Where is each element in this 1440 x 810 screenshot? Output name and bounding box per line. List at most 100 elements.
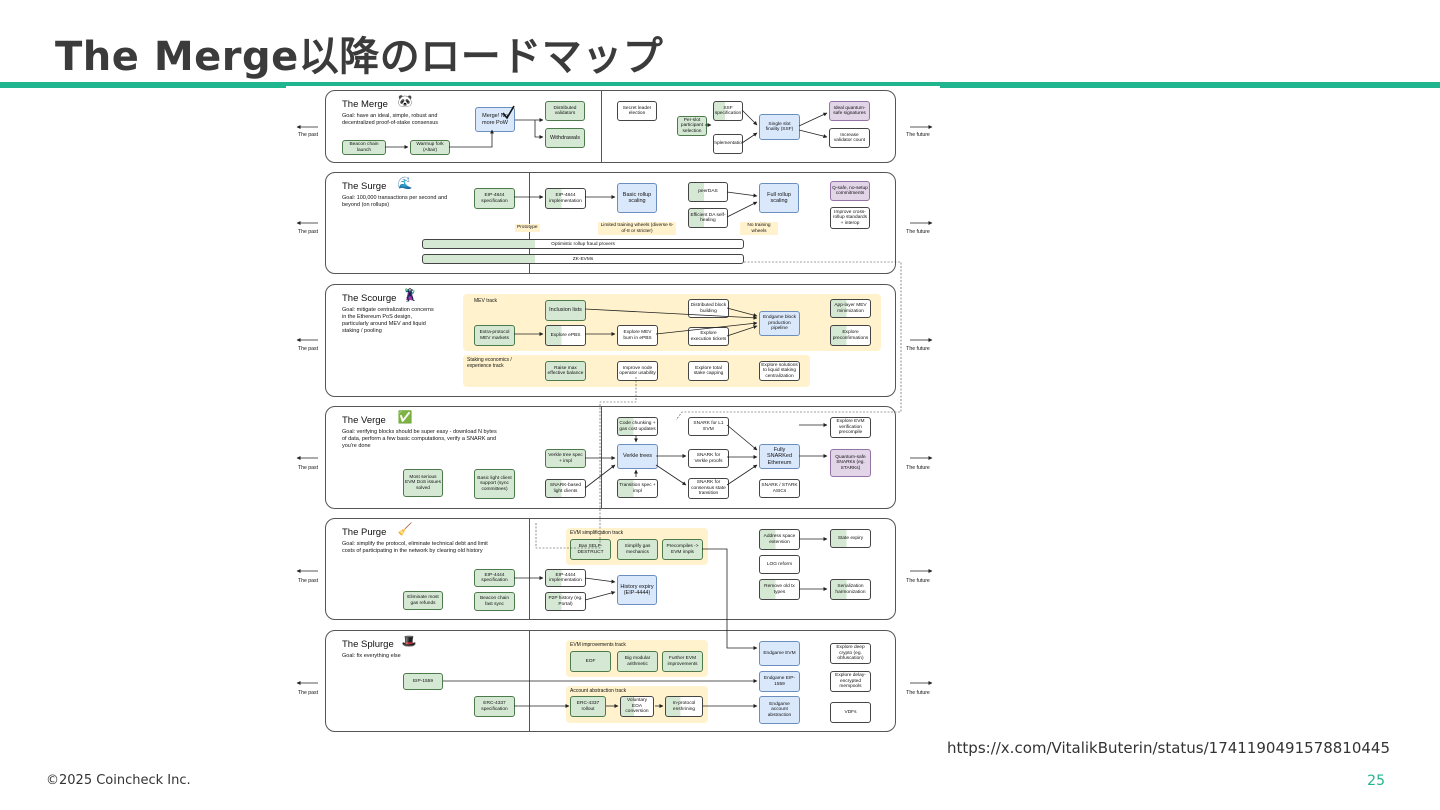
node: Eliminate most gas refunds: [403, 591, 443, 610]
node: SNARK / STARK ASICs: [759, 479, 800, 498]
past-label: The past: [297, 346, 319, 352]
node: Voluntary EOA conversion: [620, 696, 654, 717]
node: Single slot finality (SSF): [759, 114, 800, 140]
node: EIP-1559: [403, 673, 443, 690]
slide-title: The Merge以降のロードマップ: [55, 34, 664, 80]
future-label: The future: [906, 465, 930, 471]
source-url[interactable]: https://x.com/VitalikButerin/status/1741…: [947, 739, 1390, 757]
panel-the-verge: The Verge ✅ Goal: verifying blocks shoul…: [325, 406, 896, 509]
node: Ban SELF-DESTRUCT: [570, 539, 611, 560]
node: SNARK for Verkle proofs: [688, 449, 729, 468]
check-icon: ✅: [397, 410, 413, 424]
wave-icon: 🌊: [397, 176, 413, 190]
node: Increase validator count: [829, 128, 870, 148]
node: Verkle tree spec + impl: [545, 449, 586, 468]
future-label: The future: [906, 578, 930, 584]
broom-icon: 🧹: [397, 522, 413, 536]
track-label: EVM improvements track: [570, 642, 626, 648]
node: LOG reform: [759, 555, 800, 574]
node: P2P history (eg. Portal): [545, 592, 586, 611]
node: Explore solutions to liquid staking cent…: [759, 361, 800, 381]
node: Beacon chain launch: [342, 140, 386, 155]
panel-goal: Goal: have an ideal, simple, robust and …: [342, 113, 438, 126]
node: Address space extension: [759, 529, 800, 550]
node: Withdrawals: [545, 128, 585, 148]
future-label: The future: [906, 132, 930, 138]
node: Improve cross-rollup standards + interop: [830, 207, 870, 229]
node: Simplify gas mechanics: [617, 539, 658, 560]
node: Serialization harmonization: [830, 579, 871, 600]
node: Big modular arithmetic: [617, 651, 658, 672]
node: Q-safe, no-setup commitments: [830, 181, 870, 201]
node: SSF specification: [713, 101, 743, 121]
panel-divider: [529, 519, 530, 619]
track-label: Account abstraction track: [570, 688, 627, 694]
track-label: MEV track: [474, 298, 498, 304]
node: Improve node operator usability: [617, 361, 658, 381]
node: Transition spec + impl: [617, 479, 658, 498]
node: In-protocol enshrining: [665, 696, 703, 717]
node: EOF: [570, 651, 611, 672]
node: Fully SNARKed Ethereum: [759, 444, 800, 469]
node: EIP-4844 implementation: [545, 188, 586, 209]
spacer: [326, 407, 601, 408]
past-label: The past: [297, 229, 319, 235]
future-label: The future: [906, 229, 930, 235]
node: Explore execution tickets: [688, 327, 729, 346]
node: Implementation: [713, 134, 743, 154]
node: Explore ePBS: [545, 325, 586, 346]
node: Precompiles -> EVM impls: [662, 539, 703, 560]
node: peerDAS: [688, 182, 728, 202]
node: App-layer MEV minimization: [830, 299, 871, 318]
node: State expiry: [830, 529, 871, 548]
node: Inclusion lists: [545, 300, 586, 321]
surge-note: Limited training wheels (diverse 6-of-8 …: [598, 222, 676, 235]
panel-divider: [601, 91, 602, 162]
node: SNARK-based light clients: [545, 479, 586, 498]
node: Code chunking + gas cost updates: [617, 417, 658, 436]
node: Distributed block building: [688, 299, 729, 318]
node: Merge! No more PoW: [475, 107, 515, 132]
node: Quantum-safe SNARKs (eg. STARKs): [830, 449, 871, 477]
title-underline: [0, 82, 1440, 88]
node: Basic rollup scaling: [617, 183, 657, 213]
panel-goal: Goal: fix everything else: [342, 653, 401, 659]
node: Verkle trees: [617, 444, 658, 469]
node: Per-slot participant selection: [677, 116, 707, 136]
node: Remove old tx types: [759, 579, 800, 600]
panel-title: The Splurge: [342, 639, 394, 650]
panel-goal: Goal: verifying blocks should be super e…: [342, 429, 497, 449]
timeline-bar: Optimistic rollup fraud provers: [422, 239, 744, 249]
past-label: The past: [297, 690, 319, 696]
panel-goal: Goal: simplify the protocol, eliminate t…: [342, 541, 488, 554]
node: Efficient DA self-healing: [688, 208, 728, 228]
villain-icon: 🦹: [402, 288, 418, 302]
node: Extra-protocol MEV markets: [474, 325, 515, 346]
panel-goal: Goal: 100,000 transactions per second an…: [342, 195, 448, 208]
node: ERC-4337 specification: [474, 696, 515, 717]
node: EIP-4444 specification: [474, 569, 515, 587]
node: Explore total stake capping: [688, 361, 729, 381]
surge-note: No training wheels: [740, 222, 778, 235]
panel-the-scourge: The Scourge 🦹 Goal: mitigate centralizat…: [325, 284, 896, 397]
node: EIP-4444 implementation: [545, 569, 586, 587]
panda-icon: 🐼: [397, 94, 413, 108]
panel-divider: [529, 631, 530, 731]
node: Most serious EVM DoS issues solved: [403, 469, 443, 497]
top-hat-icon: 🎩: [401, 634, 417, 648]
future-label: The future: [906, 346, 930, 352]
node: Warmup fork (Altair): [410, 140, 450, 155]
panel-title: The Surge: [342, 181, 387, 192]
node: VDFs: [830, 702, 871, 723]
node: Raise max effective balance: [545, 361, 586, 381]
surge-note: Prototype: [515, 224, 540, 232]
panel-divider: [529, 173, 530, 273]
panel-title: The Purge: [342, 527, 387, 538]
node: Ideal quantum-safe signatures: [829, 101, 870, 121]
node: EIP-4844 specification: [474, 188, 515, 209]
node: ERC-4337 rollout: [570, 696, 606, 717]
node: Explore MEV burn in ePBS: [617, 325, 658, 346]
node: Explore deep crypto (eg. obfuscation): [830, 643, 871, 664]
node: Beacon chain fast sync: [474, 592, 515, 611]
node: Secret leader election: [617, 101, 657, 121]
